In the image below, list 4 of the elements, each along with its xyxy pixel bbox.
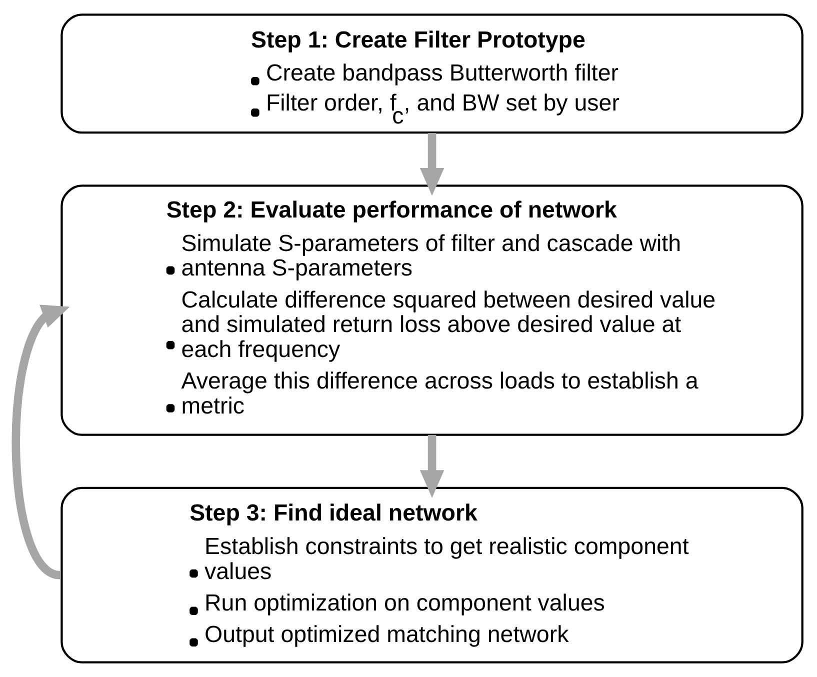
- node-box: Step 2: Evaluate performance of network Simulate S-parameters of filter and cascade with antenna S-parameters Calculate difference squared between desired value and simulated return loss above desired value at each frequency Average this difference across loads to establish a metric: [60, 184, 803, 436]
- node-box: Step 3: Find ideal network Establish constraints to get realistic component values Run optimization on component values Output optimized matching network: [60, 486, 803, 664]
- arrow: [419, 435, 444, 498]
- arrow: [419, 132, 444, 196]
